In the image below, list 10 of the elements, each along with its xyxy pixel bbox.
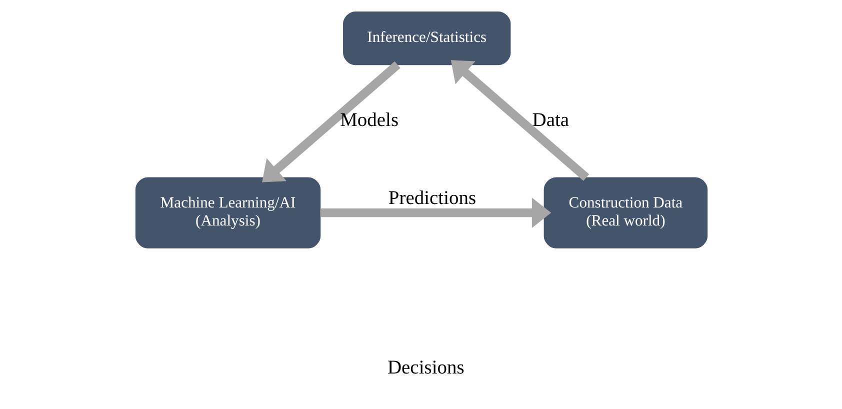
edge-label: Predictions (388, 188, 476, 210)
arrow (320, 198, 551, 228)
arrow (450, 60, 589, 181)
arrow (262, 61, 400, 182)
node-box: Machine Learning/AI (Analysis) (134, 177, 320, 248)
node-box: Inference/Statistics (342, 12, 510, 66)
edge-label: Data (532, 110, 569, 132)
label: Decisions (386, 358, 464, 379)
node-box: Construction Data (Real world) (543, 177, 708, 248)
edge-label: Models (340, 110, 398, 132)
